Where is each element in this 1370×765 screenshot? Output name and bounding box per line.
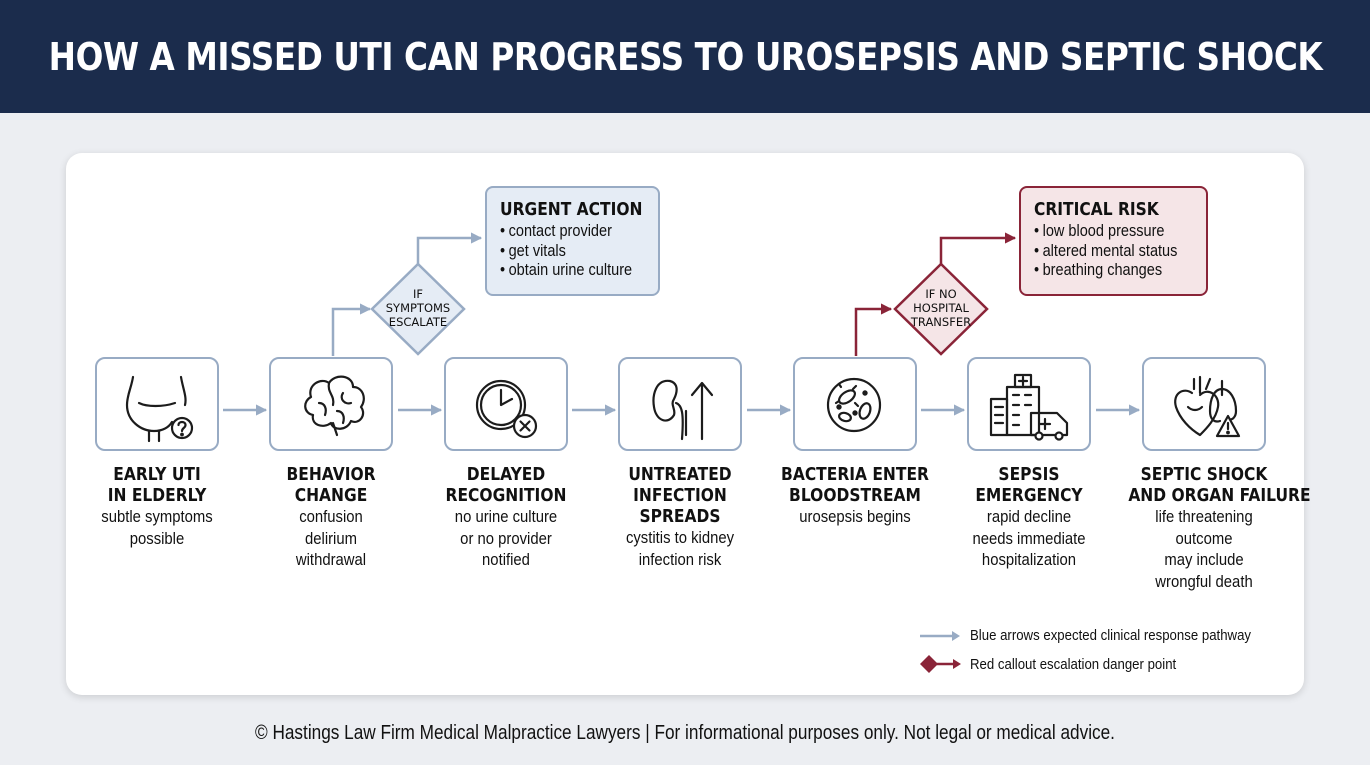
step-box-bloodstream <box>793 357 917 451</box>
urgent-action-title: URGENT ACTION <box>500 199 643 220</box>
step-box-sepsis-emergency <box>967 357 1091 451</box>
header-banner: HOW A MISSED UTI CAN PROGRESS TO UROSEPS… <box>0 0 1370 113</box>
critical-branch-arrow <box>939 232 1017 272</box>
critical-risk-list: low blood pressure altered mental status… <box>1034 222 1194 281</box>
list-item: altered mental status <box>1034 242 1178 262</box>
escalate-branch-arrow <box>331 303 372 356</box>
decision-label-escalate: IF SYMPTOMS ESCALATE <box>385 287 451 329</box>
list-item: obtain urine culture <box>500 261 633 281</box>
step-box-early-uti <box>95 357 219 451</box>
list-item: get vitals <box>500 242 628 262</box>
step-text-sepsis-emergency: SEPSIS EMERGENCY rapid decline needs imm… <box>972 464 1086 569</box>
step-box-septic-shock <box>1142 357 1266 451</box>
step-text-early-uti: EARLY UTI IN ELDERLY subtle symptoms pos… <box>101 464 213 548</box>
decision-diamond-transfer <box>893 262 989 356</box>
legend-blue-label: Blue arrows expected clinical response p… <box>970 627 1252 644</box>
heart-lungs-warning-icon <box>1174 375 1241 438</box>
urgent-action-list: contact provider get vitals obtain urine… <box>500 222 646 281</box>
list-item: breathing changes <box>1034 261 1175 281</box>
legend-red: Red callout escalation danger point <box>918 653 1204 675</box>
step-text-bloodstream: BACTERIA ENTER BLOODSTREAM urosepsis beg… <box>781 464 929 526</box>
bacteria-icon <box>826 377 882 433</box>
list-item: low blood pressure <box>1034 222 1175 242</box>
critical-risk-title: CRITICAL RISK <box>1034 199 1159 220</box>
list-item: contact provider <box>500 222 628 242</box>
footer-text: © Hastings Law Firm Medical Malpractice … <box>255 722 1115 744</box>
clock-x-icon <box>475 379 538 439</box>
step-text-septic-shock: SEPTIC SHOCK AND ORGAN FAILURE life thre… <box>1128 464 1311 591</box>
step-text-behavior-change: BEHAVIOR CHANGE confusion delirium withd… <box>286 464 376 569</box>
critical-risk-callout: CRITICAL RISK low blood pressure altered… <box>1019 186 1208 296</box>
blue-arrow-swatch <box>920 630 960 641</box>
step-box-delayed-recognition <box>444 357 568 451</box>
bladder-question-icon <box>125 375 194 443</box>
urgent-branch-arrow <box>416 232 483 272</box>
page-title: HOW A MISSED UTI CAN PROGRESS TO UROSEPS… <box>48 34 1322 79</box>
brain-icon <box>304 375 365 437</box>
step-text-delayed-recognition: DELAYED RECOGNITION no urine culture or … <box>445 464 567 569</box>
kidney-arrow-up-icon <box>652 379 714 441</box>
legend-red-label: Red callout escalation danger point <box>970 655 1177 673</box>
decision-label-transfer: IF NO HOSPITAL TRANSFER <box>910 287 972 329</box>
decision-diamond-escalate <box>370 262 466 356</box>
transfer-branch-arrow <box>854 303 893 356</box>
urgent-action-callout: URGENT ACTION contact provider get vital… <box>485 186 660 296</box>
step-text-infection-spreads: UNTREATED INFECTION SPREADS cystitis to … <box>625 464 735 569</box>
step-box-behavior-change <box>269 357 393 451</box>
legend-blue: Blue arrows expected clinical response p… <box>918 627 1289 644</box>
step-box-infection-spreads <box>618 357 742 451</box>
footer-disclaimer: © Hastings Law Firm Medical Malpractice … <box>0 722 1370 745</box>
hospital-ambulance-icon <box>989 373 1069 441</box>
red-diamond-arrow-swatch <box>920 655 961 673</box>
